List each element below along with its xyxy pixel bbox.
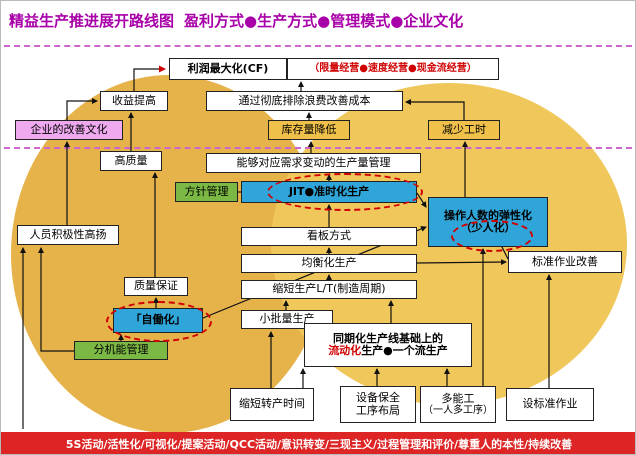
footer-activities-bar: 5S活动/活性化/可视化/提案活动/QCC活动/意识转变/三现主义/过程管理和评… [1, 432, 635, 454]
box-flexibility-line2: （少人化） [460, 221, 516, 234]
box-equipment-layout: 设备保全 工序布局 [340, 386, 416, 423]
box-manhour-down: 减少工时 [428, 120, 500, 140]
box-std-work: 设标准作业 [506, 388, 594, 421]
box-high-quality: 高质量 [100, 151, 162, 171]
box-multiskill-line1: 多能工 [441, 391, 475, 405]
box-morale: 人员积极性高扬 [17, 225, 119, 245]
box-revenue-up: 收益提高 [100, 91, 168, 111]
dashed-separator-top [4, 45, 632, 47]
page-title: 精益生产推进展开路线图盈利方式●生产方式●管理模式●企业文化 [9, 10, 463, 31]
box-profit-note: （限量经营●速度经营●现金流经营） [287, 58, 499, 80]
box-jidoka: 「自働化」 [113, 308, 203, 333]
box-flexibility-line1: 操作人数的弹性化 [444, 208, 532, 222]
box-func-mgmt: 分机能管理 [74, 341, 168, 360]
box-equipment-line1: 设备保全 [356, 391, 400, 405]
box-profit-max: 利润最大化(CF) [169, 58, 287, 80]
box-kaizen-culture: 企业的改善文化 [15, 120, 123, 140]
box-policy-mgmt: 方针管理 [175, 182, 238, 202]
title-main: 精益生产推进展开路线图 [9, 12, 175, 30]
box-demand-mgmt: 能够对应需求变动的生产量管理 [206, 153, 421, 173]
box-heijunka: 均衡化生产 [241, 254, 417, 273]
box-kanban: 看板方式 [241, 227, 417, 246]
box-flow-rest: 生产●一个流生产 [361, 344, 448, 357]
box-flexibility: 操作人数的弹性化 （少人化） [428, 197, 548, 247]
box-jit: JIT●准时化生产 [241, 181, 417, 203]
box-quality-assurance: 质量保证 [124, 277, 188, 296]
box-flow-line2: 流动化生产●一个流生产 [328, 344, 448, 357]
box-equipment-line2: 工序布局 [356, 403, 400, 417]
box-cost-improve: 通过彻底排除浪费改善成本 [206, 91, 403, 111]
box-multiskill-line2: （一人多工序） [423, 405, 493, 417]
box-inventory-down: 库存量降低 [268, 120, 350, 140]
box-leadtime: 缩短生产L/T(制造周期) [241, 280, 417, 299]
box-changeover: 缩短转产时间 [230, 388, 314, 421]
box-flow-red-word: 流动化 [328, 344, 362, 357]
box-flow-production: 同期化生产线基础上的 流动化生产●一个流生产 [304, 323, 472, 367]
dashed-separator-middle [4, 147, 632, 149]
box-multiskill: 多能工 （一人多工序） [420, 386, 496, 423]
box-flow-line1: 同期化生产线基础上的 [333, 331, 443, 345]
title-subtitle: 盈利方式●生产方式●管理模式●企业文化 [184, 12, 464, 30]
box-std-work-improve: 标准作业改善 [508, 251, 622, 273]
